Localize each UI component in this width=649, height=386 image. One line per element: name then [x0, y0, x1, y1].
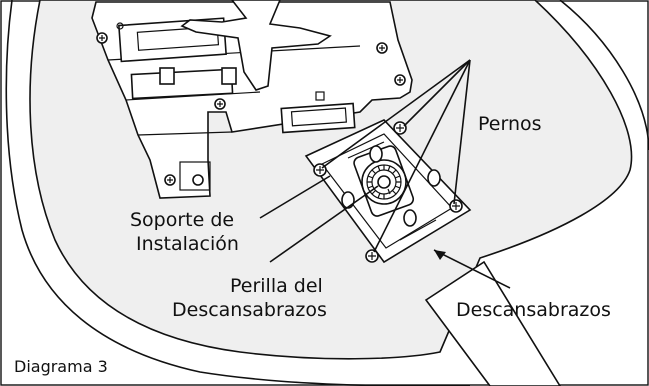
chair-base-leg [180, 0, 332, 91]
leader-lines [259, 59, 511, 289]
label-knob-line1: Perilla del [230, 275, 323, 297]
label-armrest: Descansabrazos [456, 299, 611, 321]
armrest-arm [424, 260, 561, 386]
seat-outer-rim [5, 0, 649, 386]
mechanism-plate [91, 1, 413, 199]
diagram-caption: Diagrama 3 [14, 357, 108, 376]
label-knob-line2: Descansabrazos [172, 299, 327, 321]
label-mount-line1: Soporte de [130, 209, 234, 231]
label-mount-line2: Instalación [136, 233, 239, 255]
label-bolts: Pernos [478, 113, 542, 135]
